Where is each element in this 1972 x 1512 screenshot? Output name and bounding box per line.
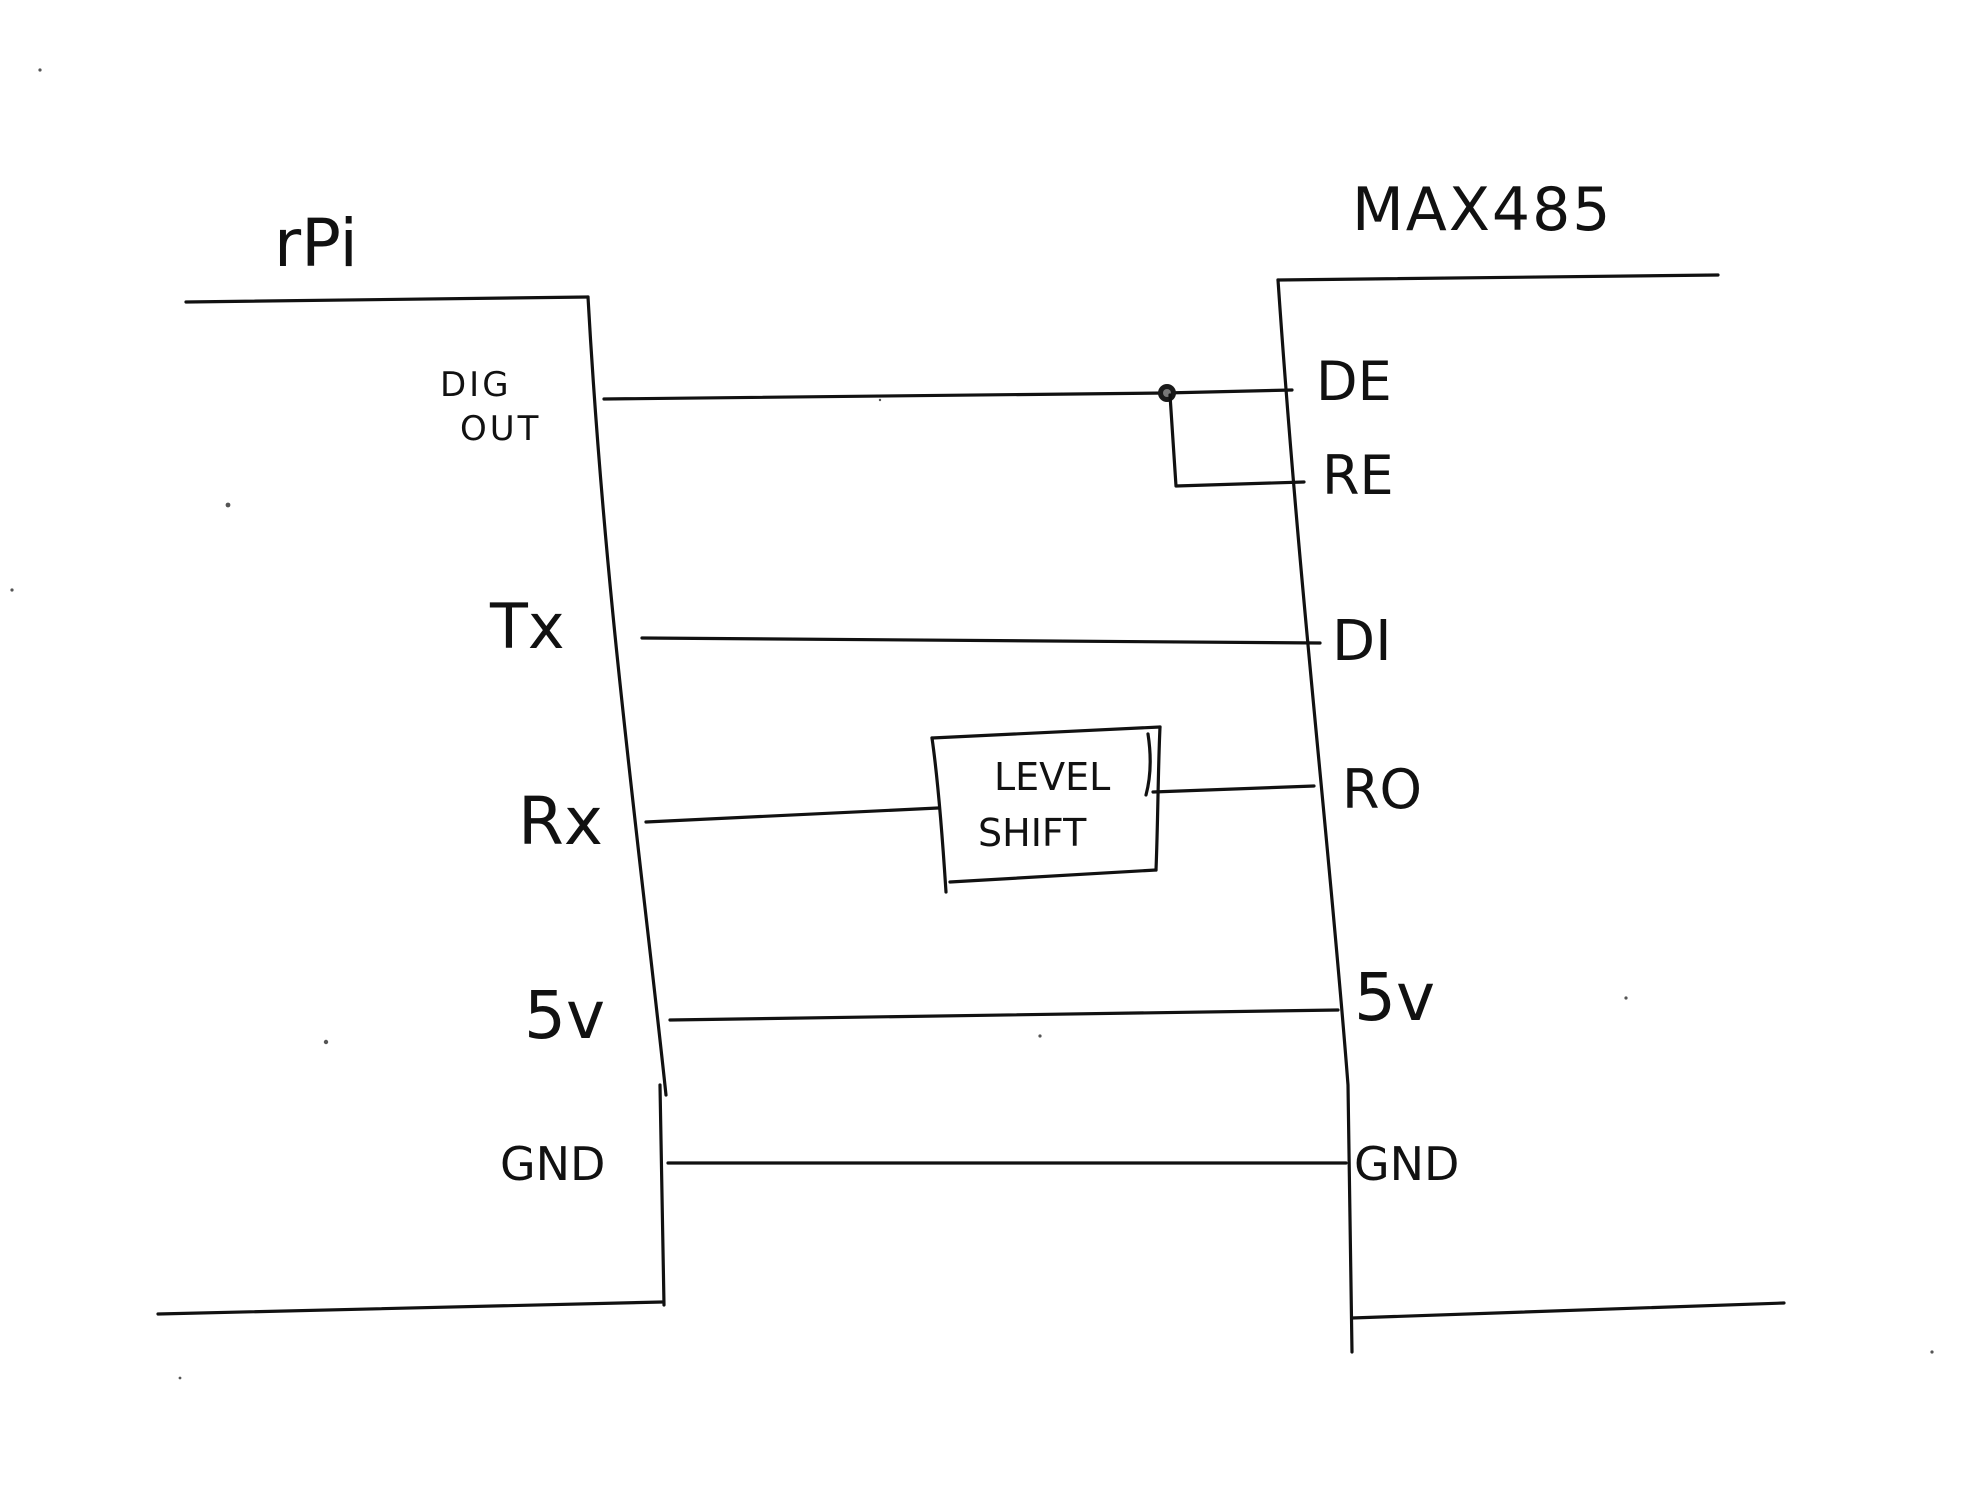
wire-5v	[668, 1008, 1340, 1022]
level-shifter-box: LEVEL SHIFT	[930, 725, 1162, 894]
max485-block	[1276, 273, 1786, 1354]
max485-pin-gnd: GND	[1354, 1137, 1459, 1191]
max485-top-edge	[1276, 273, 1720, 282]
rpi-right-edge-lower	[658, 1083, 666, 1307]
wire-rx-level-shift	[644, 806, 940, 824]
rpi-block	[156, 295, 668, 1316]
rpi-bottom-edge	[156, 1300, 664, 1316]
scan-specks	[10, 68, 1934, 1380]
rpi-pin-dig-out-line1: DIG	[440, 365, 512, 405]
max485-pin-5v: 5v	[1354, 959, 1435, 1036]
rpi-right-edge-upper	[586, 295, 668, 1097]
max485-pin-re: RE	[1322, 444, 1394, 507]
max485-pin-ro: RO	[1342, 758, 1422, 821]
level-shift-label-line2: SHIFT	[978, 811, 1087, 855]
max485-bottom-edge	[1350, 1301, 1786, 1320]
wires	[602, 384, 1348, 1165]
max485-pin-de: DE	[1316, 350, 1392, 413]
rpi-pin-rx: Rx	[518, 783, 603, 860]
rpi-top-edge	[184, 295, 590, 304]
wire-level-shift-ro	[1151, 784, 1316, 794]
max485-pin-di: DI	[1332, 609, 1392, 674]
wire-tx-di	[640, 636, 1322, 645]
rpi-pin-5v: 5v	[524, 977, 605, 1054]
wire-de-re-branch	[1168, 393, 1306, 488]
rpi-pin-dig-out-line2: OUT	[460, 409, 541, 449]
rpi-pin-gnd: GND	[500, 1137, 605, 1191]
max485-left-edge	[1276, 278, 1354, 1354]
level-shift-label-line1: LEVEL	[994, 755, 1110, 799]
rpi-title: rPi	[274, 205, 358, 282]
wire-dig-out-de	[602, 388, 1294, 401]
rpi-pin-tx: Tx	[489, 590, 565, 663]
max485-title: MAX485	[1352, 175, 1612, 245]
